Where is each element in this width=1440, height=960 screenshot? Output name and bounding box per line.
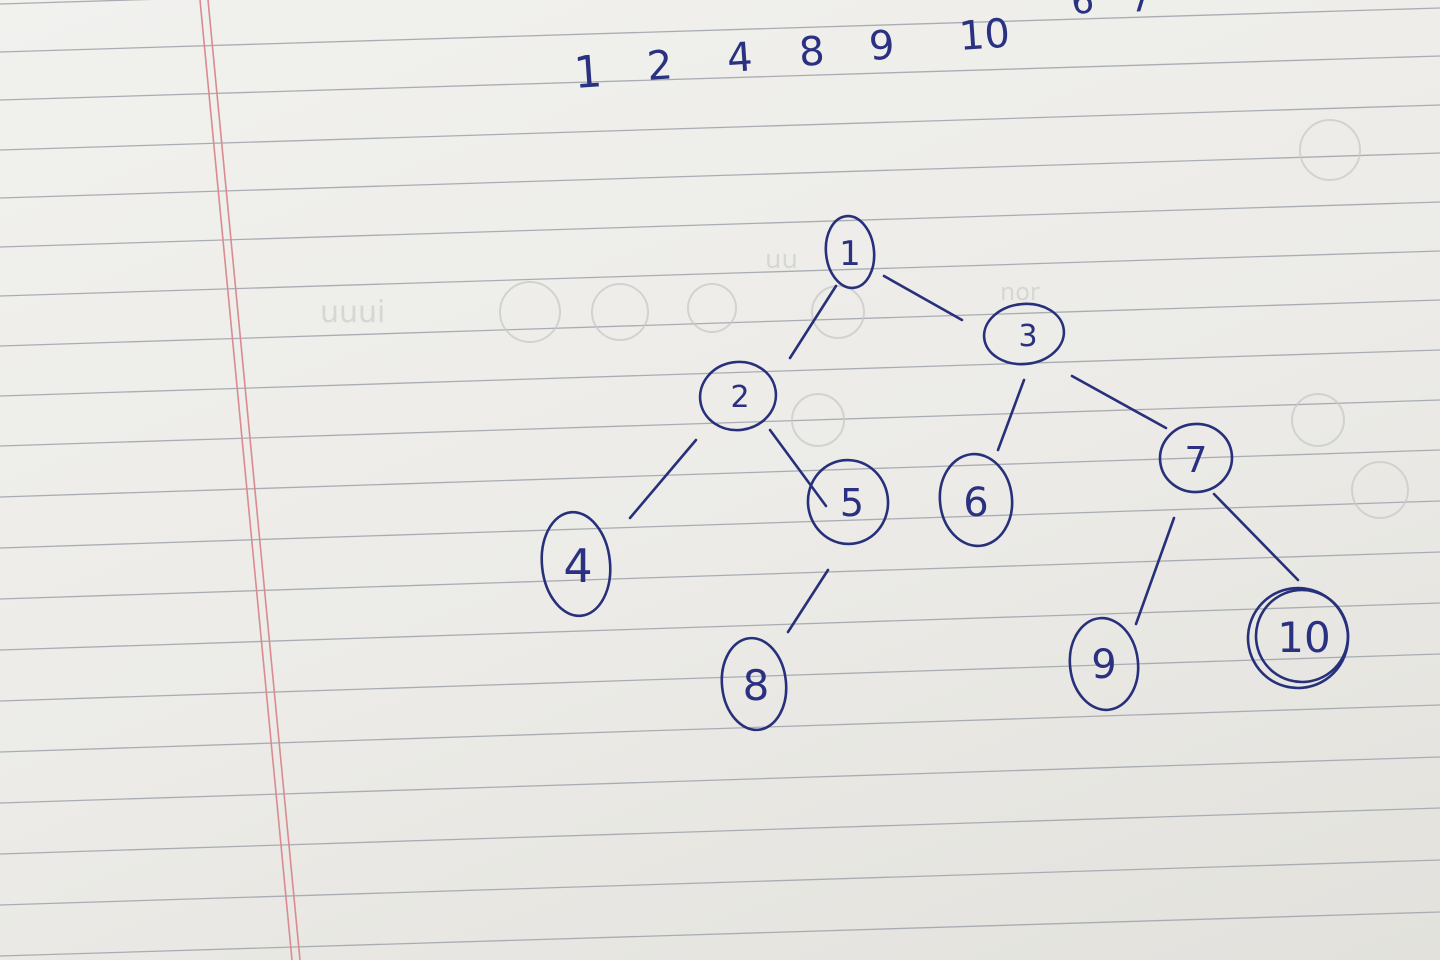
edge-5-8 [786, 568, 830, 634]
svg-text:nor: nor [1000, 278, 1040, 306]
edge-7-10 [1212, 492, 1300, 582]
sequence-row: 1 2 4 8 9 10 6 7 [572, 0, 1153, 99]
tree-edges [628, 274, 1300, 634]
edge-3-7 [1070, 374, 1168, 430]
margin-line [199, 0, 301, 960]
tree-node: 10 [1246, 586, 1350, 690]
node-label: 4 [563, 539, 592, 593]
node-label: 2 [730, 380, 749, 415]
node-label: 5 [840, 481, 864, 525]
node-label: 10 [1277, 613, 1330, 662]
edge-3-6 [996, 378, 1026, 452]
tree-node: 8 [720, 636, 788, 732]
tree-node: 9 [1068, 616, 1140, 712]
tree-node: 3 [982, 302, 1066, 366]
tree-node: 5 [806, 458, 890, 546]
edge-1-3 [882, 274, 964, 322]
sequence-value: 1 [572, 46, 603, 99]
sequence-value: 4 [725, 34, 754, 82]
edge-2-4 [628, 438, 698, 520]
tree-node: 4 [540, 510, 612, 618]
sequence-value: 2 [645, 42, 674, 90]
node-label: 9 [1091, 642, 1116, 688]
edge-1-2 [788, 284, 838, 360]
show-through-marks: uuui uu nor [320, 119, 1409, 519]
node-label: 6 [963, 480, 988, 526]
node-label: 7 [1185, 440, 1208, 481]
svg-text:uuui: uuui [320, 295, 385, 330]
node-label: 3 [1018, 319, 1037, 354]
edge-2-5 [768, 428, 828, 508]
node-label: 8 [743, 661, 770, 710]
tree-nodes: 1 2 3 4 5 6 7 [540, 214, 1350, 732]
sequence-value: 9 [867, 22, 896, 70]
edge-7-9 [1134, 516, 1176, 626]
sequence-value: 10 [957, 11, 1011, 60]
tree-node: 6 [938, 452, 1014, 548]
tree-node: 2 [698, 360, 778, 432]
tree-node: 1 [824, 214, 876, 290]
sequence-value: 7 [1128, 0, 1154, 21]
node-label: 1 [839, 234, 861, 274]
sequence-value: 6 [1070, 0, 1096, 23]
sequence-value: 8 [797, 28, 826, 76]
svg-text:uu: uu [765, 245, 798, 275]
tree-node: 7 [1158, 422, 1234, 494]
